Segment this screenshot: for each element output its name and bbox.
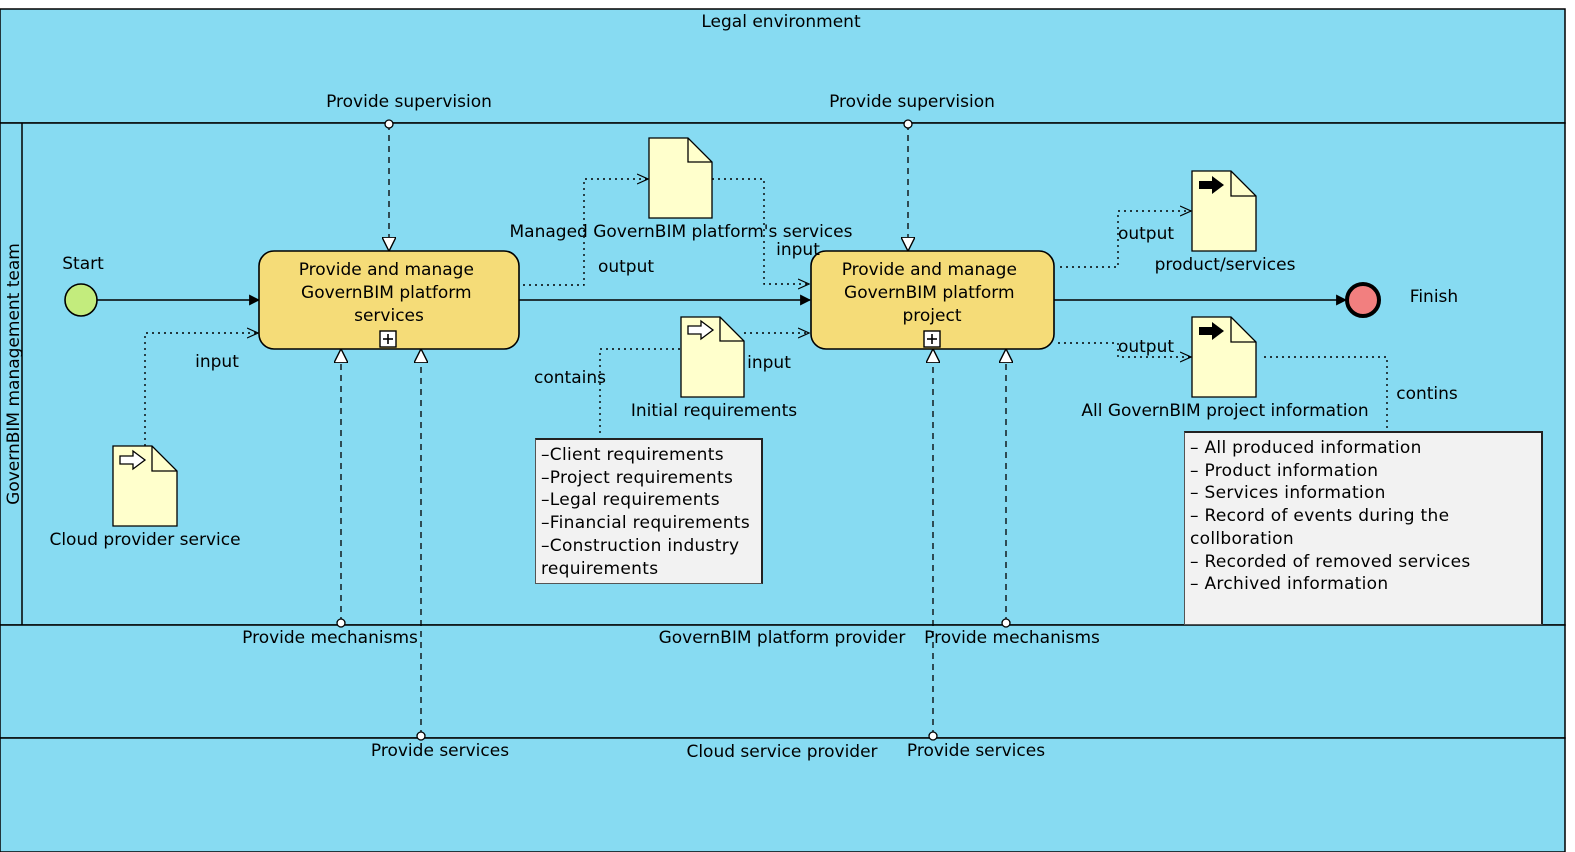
- annotation-line: – Services information: [1190, 483, 1386, 504]
- document-product-services-icon[interactable]: [1191, 170, 1257, 252]
- annotation-line: –Construction industry: [541, 535, 740, 556]
- task1-line1: Provide and manage: [299, 260, 474, 280]
- label-input-task2-req: input: [747, 353, 791, 373]
- task-manage-platform-project[interactable]: Provide and manage GovernBIM platform pr…: [810, 250, 1055, 350]
- annotation-line: – Product information: [1190, 460, 1379, 481]
- label-initial-requirements: Initial requirements: [631, 401, 797, 421]
- annotation-line: – All produced information: [1190, 438, 1422, 458]
- label-product-services: product/services: [1155, 255, 1296, 275]
- annotation-line: –Client requirements: [541, 445, 724, 465]
- document-managed-services-icon[interactable]: [648, 137, 713, 219]
- pool-team-title: GovernBIM management team: [4, 243, 24, 505]
- assoc-managed-to-task2: [712, 178, 809, 284]
- label-contins: contins: [1396, 384, 1458, 404]
- label-output-task1: output: [598, 257, 654, 277]
- annotation-line: –Project requirements: [541, 467, 734, 488]
- annotation-line: – Record of events during the: [1190, 506, 1450, 527]
- annotation-line: –Legal requirements: [541, 490, 720, 511]
- information-annotation: – All produced information – Product inf…: [1184, 431, 1543, 625]
- assoc-output-product: [1060, 211, 1191, 268]
- label-input-cloud: input: [195, 352, 239, 372]
- subprocess-plus-icon[interactable]: [379, 330, 397, 348]
- start-label: Start: [62, 254, 104, 274]
- task2-line3: project: [902, 306, 961, 326]
- end-event[interactable]: [1345, 282, 1381, 318]
- output-arrow-icon: [1199, 176, 1224, 194]
- annotation-line: –Financial requirements: [541, 513, 750, 534]
- task1-line2: GovernBIM platform: [301, 283, 472, 303]
- finish-label: Finish: [1410, 287, 1458, 307]
- pool-platform-provider: [0, 624, 1566, 739]
- requirements-annotation: –Client requirements –Project requiremen…: [535, 438, 763, 584]
- assoc-cloud-input: [144, 333, 258, 446]
- pool-cloud-title: Cloud service provider: [686, 742, 877, 762]
- svg-text:Provide and manage Gover: Provide and manage GovernBIM platform se…: [299, 260, 480, 326]
- label-supervision-2: Provide supervision: [829, 92, 995, 112]
- input-arrow-icon: [119, 449, 147, 471]
- label-services-2: Provide services: [907, 741, 1045, 761]
- input-arrow-icon: [687, 319, 715, 341]
- pool-legal-environment: [0, 8, 1566, 124]
- label-supervision-1: Provide supervision: [326, 92, 492, 112]
- assoc-output-info: [1058, 342, 1191, 357]
- output-arrow-icon: [1199, 322, 1224, 340]
- label-project-information: All GovernBIM project information: [1081, 401, 1368, 421]
- label-managed-services: Managed GovernBIM platform's services: [510, 222, 853, 242]
- label-input-task2-top: input: [776, 240, 820, 260]
- label-cloud-provider-service: Cloud provider service: [49, 530, 240, 550]
- pool-legal-title: Legal environment: [701, 12, 861, 32]
- annotation-line: – Archived information: [1190, 574, 1389, 595]
- subprocess-plus-icon[interactable]: [923, 330, 941, 348]
- annotation-line: – Recorded of removed services: [1190, 551, 1471, 572]
- annotation-line: collboration: [1190, 528, 1294, 549]
- label-contains: contains: [534, 368, 606, 388]
- document-initial-requirements-icon[interactable]: [680, 316, 745, 398]
- pool-platform-title: GovernBIM platform provider: [659, 628, 906, 648]
- annotation-line: requirements: [541, 558, 659, 579]
- document-cloud-provider-service-icon[interactable]: [112, 445, 178, 527]
- task2-line1: Provide and manage: [842, 260, 1017, 280]
- label-output-product: output: [1118, 224, 1174, 244]
- label-output-info: output: [1118, 337, 1174, 357]
- document-project-information-icon[interactable]: [1191, 316, 1257, 398]
- svg-text:Provide and manage Gover: Provide and manage GovernBIM platform pr…: [842, 260, 1023, 326]
- label-mechanisms-2: Provide mechanisms: [924, 628, 1100, 648]
- label-services-1: Provide services: [371, 741, 509, 761]
- start-event[interactable]: [64, 283, 98, 317]
- task-manage-platform-services[interactable]: Provide and manage GovernBIM platform se…: [258, 250, 520, 350]
- label-mechanisms-1: Provide mechanisms: [242, 628, 418, 648]
- assoc-task1-output: [523, 179, 648, 286]
- task1-line3: services: [354, 306, 424, 326]
- task2-line2: GovernBIM platform: [844, 283, 1015, 303]
- assoc-requirements-contains: [599, 348, 680, 437]
- pool-cloud-provider: [0, 737, 1566, 852]
